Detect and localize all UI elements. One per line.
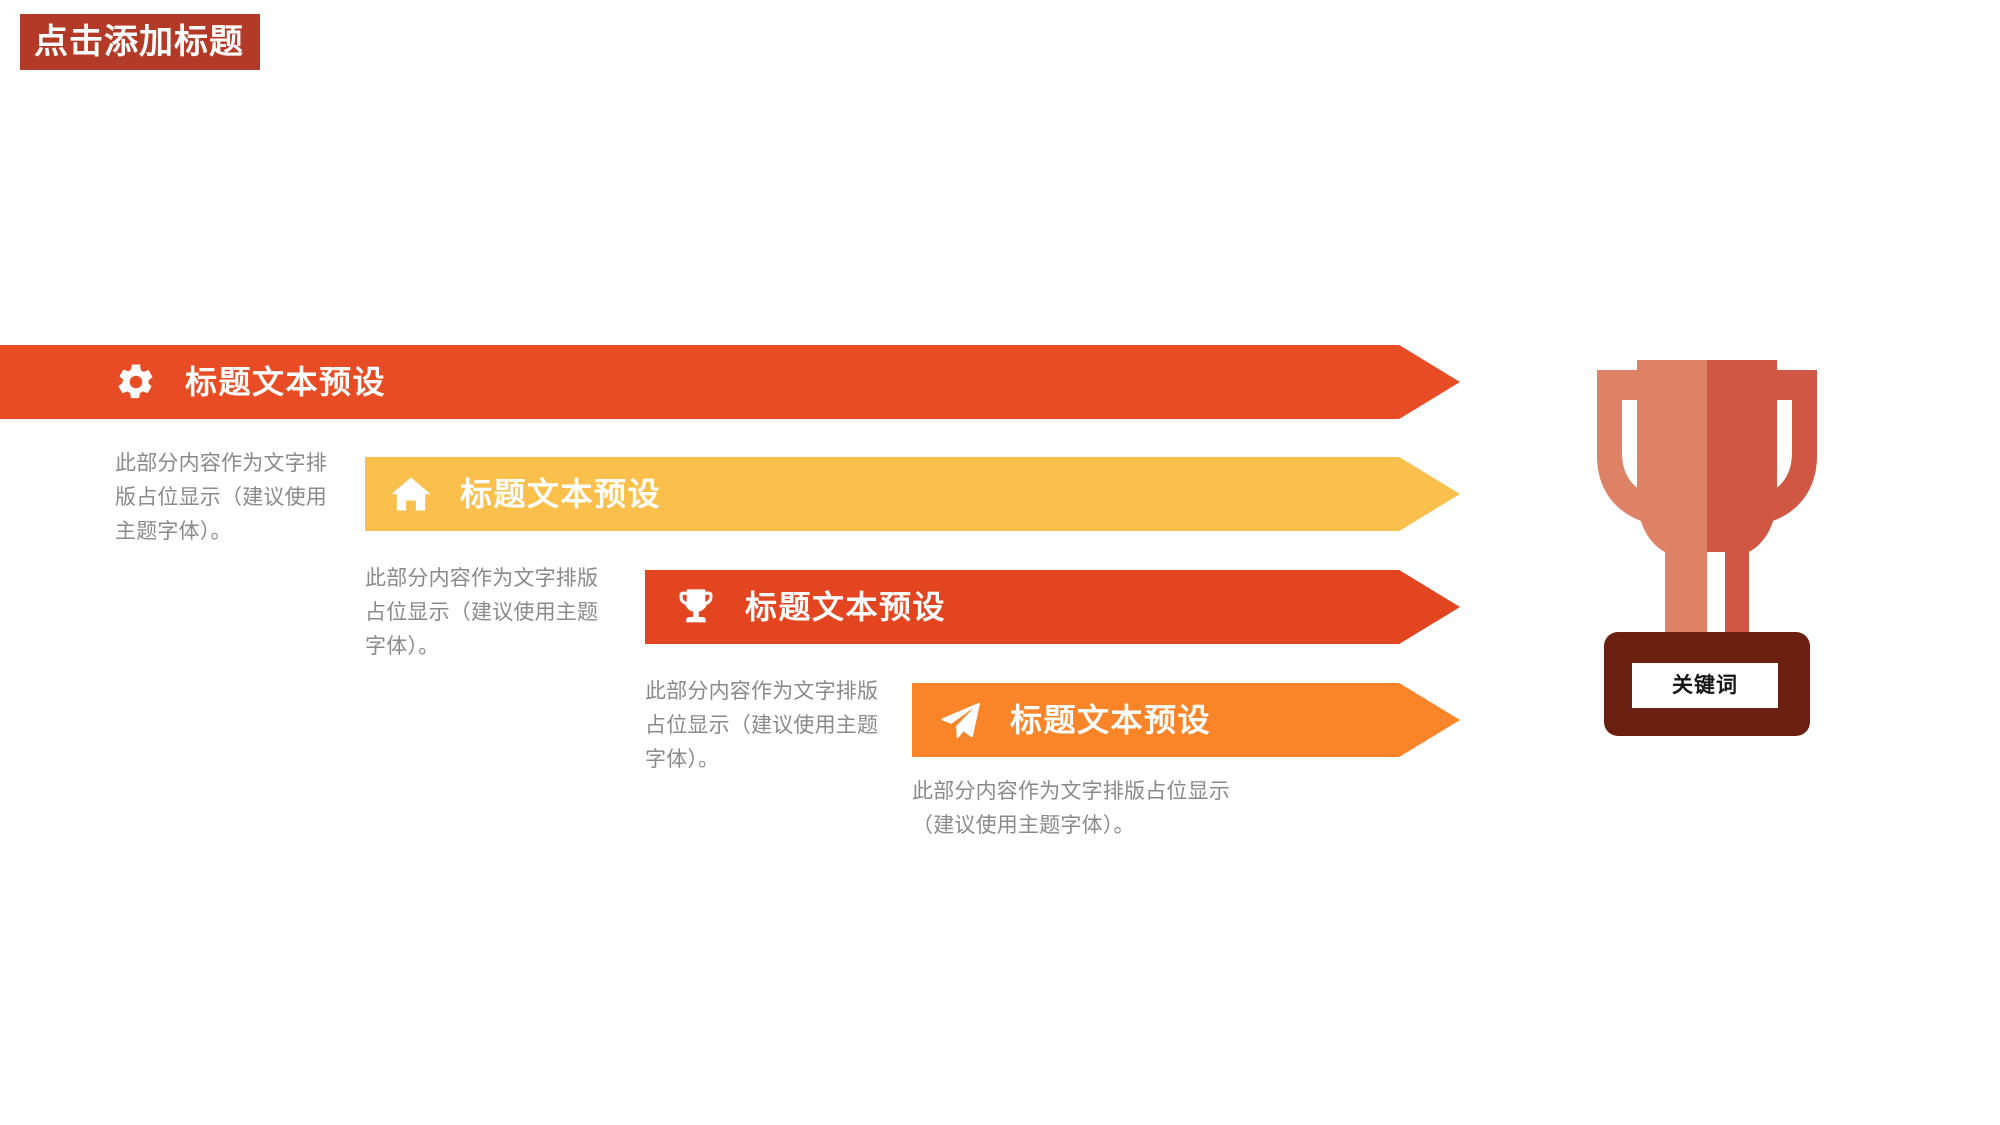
arrow-caption-2: 此部分内容作为文字排版占位显示（建议使用主题字体）。 [365, 567, 599, 659]
arrow-shape-4 [912, 683, 1460, 757]
slide-title-banner[interactable]: 点击添加标题 [20, 14, 260, 70]
trophy-illustration [1597, 360, 1817, 736]
arrow-row-3[interactable]: 标题文本预设 [645, 570, 1460, 644]
arrow-shape-3 [645, 570, 1460, 644]
arrow-caption-3: 此部分内容作为文字排版占位显示（建议使用主题字体）。 [645, 680, 879, 772]
page-title: 点击添加标题 [34, 23, 244, 61]
arrow-shape-2 [365, 457, 1460, 531]
arrow-shape-1 [0, 345, 1460, 419]
trophy-plate-label: 关键词 [1672, 674, 1738, 697]
trophy-graphic: 关键词 [1592, 352, 1822, 744]
arrow-row-1[interactable]: 标题文本预设 [0, 345, 1460, 419]
arrow-caption-1: 此部分内容作为文字排版占位显示（建议使用主题字体）。 [115, 452, 327, 544]
arrow-row-4[interactable]: 标题文本预设 [912, 683, 1460, 757]
arrow-row-2[interactable]: 标题文本预设 [365, 457, 1460, 531]
arrow-caption-4: 此部分内容作为文字排版占位显示（建议使用主题字体）。 [912, 780, 1230, 838]
trophy-plate: 关键词 [1632, 663, 1778, 708]
